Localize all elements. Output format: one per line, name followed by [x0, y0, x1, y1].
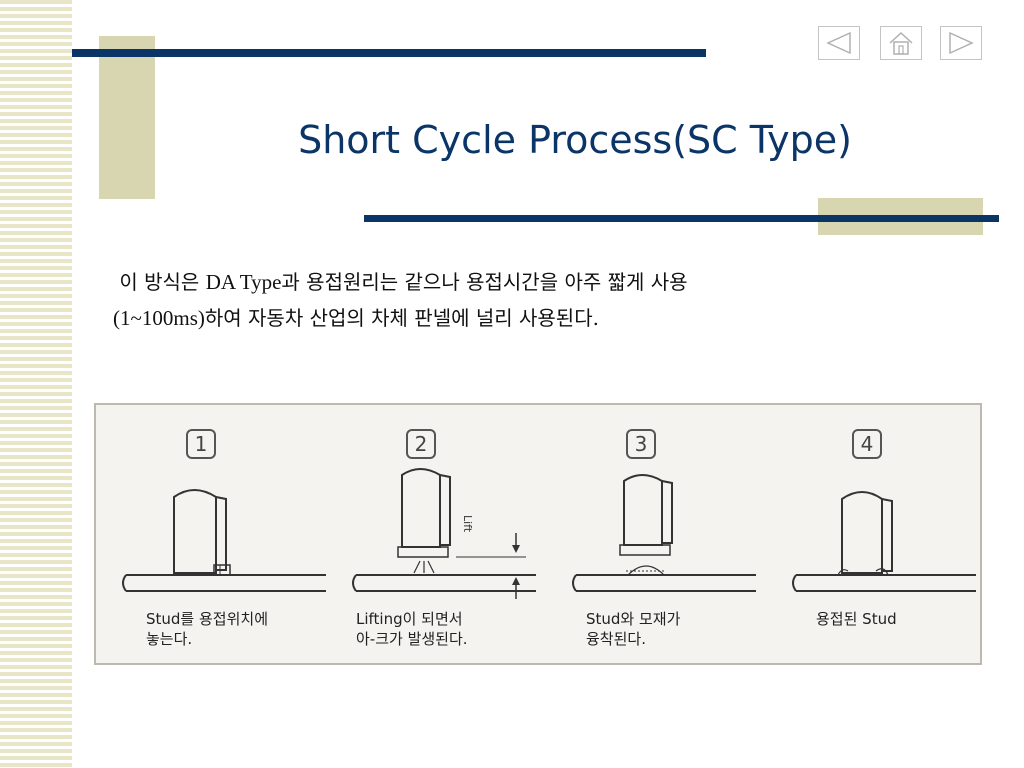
- previous-slide-button[interactable]: [818, 26, 860, 60]
- caption-line: Lifting이 되면서: [356, 610, 463, 628]
- triangle-left-icon: [826, 31, 851, 55]
- body-text-segment: DA Type: [205, 270, 282, 294]
- step-number: 2: [406, 429, 436, 459]
- step-number: 1: [186, 429, 216, 459]
- stud-lifting-arc-illustration: Lift: [352, 468, 536, 599]
- triangle-right-icon: [949, 31, 974, 55]
- body-text-segment: 이 방식은: [119, 270, 206, 294]
- body-line-1: 이 방식은 DA Type과 용접원리는 같으나 용접시간을 아주 짧게 사용: [113, 264, 993, 300]
- body-text-segment: 과 용접원리는 같으나 용접시간을 아주 짧게 사용: [281, 270, 688, 294]
- slide-title: Short Cycle Process(SC Type): [298, 118, 852, 162]
- top-rule: [72, 49, 706, 57]
- caption-line: Stud와 모재가: [586, 610, 681, 628]
- body-paragraph: 이 방식은 DA Type과 용접원리는 같으나 용접시간을 아주 짧게 사용 …: [113, 264, 993, 336]
- body-text-segment: 하여 자동차 산업의 차체 판넬에 널리 사용된다.: [204, 306, 599, 330]
- body-line-2: (1~100ms)하여 자동차 산업의 차체 판넬에 널리 사용된다.: [113, 300, 993, 336]
- step-caption: Lifting이 되면서 아-크가 발생된다.: [356, 609, 546, 649]
- caption-line: 용접된 Stud: [816, 610, 897, 628]
- left-stripe-band: [0, 0, 72, 768]
- step-number: 4: [852, 429, 882, 459]
- stud-fusion-illustration: [572, 474, 756, 592]
- stud-on-plate-illustration: [122, 489, 326, 592]
- figure-step-4: 4 용접된 Stud: [776, 405, 980, 663]
- figure-step-1: 1 Stud를 용접위치에 놓는다.: [116, 405, 326, 663]
- caption-line: 놓는다.: [146, 630, 193, 648]
- caption-line: 융착된다.: [586, 630, 646, 648]
- stud-welding-figure: 1 Stud를 용접위치에 놓는다. 2: [94, 403, 982, 665]
- step-caption: 용접된 Stud: [816, 609, 980, 629]
- step-number: 3: [626, 429, 656, 459]
- home-icon: [889, 31, 913, 55]
- figure-step-2: 2 Lift Lifting이 되면서 아-크가 발생된다.: [336, 405, 546, 663]
- bottom-rule: [364, 215, 999, 222]
- accent-block-left: [99, 36, 155, 199]
- caption-line: Stud를 용접위치에: [146, 610, 268, 628]
- caption-line: 아-크가 발생된다.: [356, 630, 468, 648]
- welded-stud-illustration: [792, 491, 976, 592]
- next-slide-button[interactable]: [940, 26, 982, 60]
- figure-step-3: 3 Stud와 모재가 융착된다.: [556, 405, 766, 663]
- body-text-segment: (1~100ms): [113, 306, 205, 330]
- home-button[interactable]: [880, 26, 922, 60]
- step-caption: Stud와 모재가 융착된다.: [586, 609, 776, 649]
- lift-label: Lift: [461, 515, 474, 533]
- step-caption: Stud를 용접위치에 놓는다.: [146, 609, 336, 649]
